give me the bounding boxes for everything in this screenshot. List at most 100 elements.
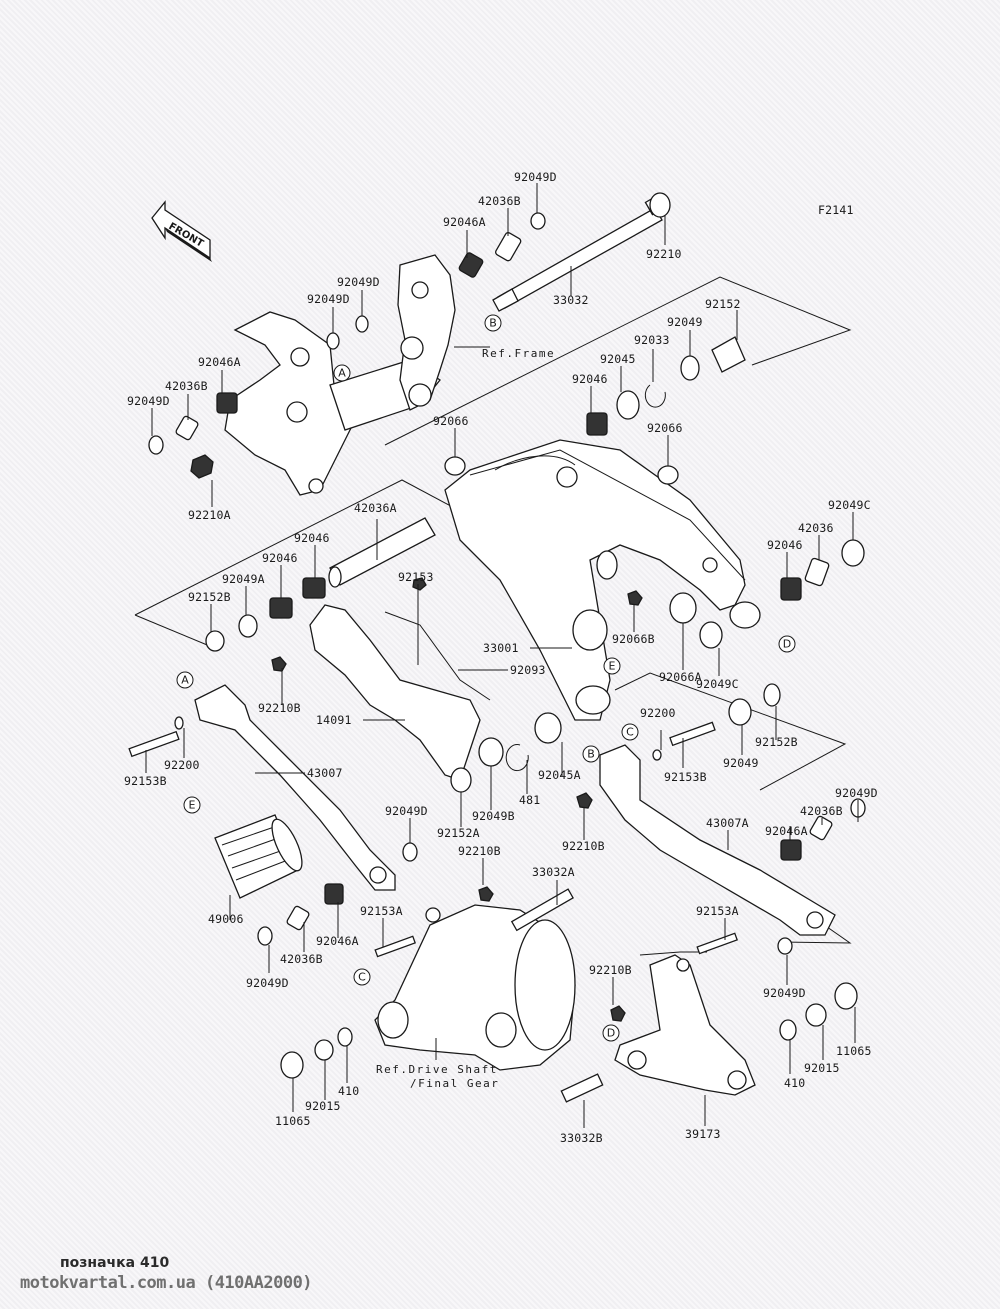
part-label: 92049D <box>385 804 428 818</box>
part-label: 42036 <box>798 521 834 535</box>
part-label: 39173 <box>685 1127 721 1141</box>
part-label: 92033 <box>634 333 670 347</box>
part-label: 92153 <box>398 570 434 584</box>
part-label: 92153A <box>360 904 403 918</box>
part-label: 92152B <box>188 590 231 604</box>
part-label: 33032B <box>560 1131 603 1145</box>
part-label: 92049D <box>127 394 170 408</box>
part-label: 92049 <box>723 756 759 770</box>
part-label: 92049D <box>337 275 380 289</box>
part-label: 92049B <box>472 809 515 823</box>
part-label: 92210 <box>646 247 682 261</box>
marker-a-top: A <box>333 364 351 382</box>
final-gear-case <box>374 904 576 1071</box>
svg-text:D: D <box>607 1027 615 1040</box>
part-label: 481 <box>519 793 540 807</box>
part-labels: 92049D 42036B 92046A 92210 33032 92049D … <box>124 170 878 1145</box>
footer-caption: позначка 410 <box>60 1255 170 1271</box>
marker-c-top: C <box>621 723 639 741</box>
ref-frame-label: Ref.Frame <box>482 347 555 360</box>
part-label: 92046A <box>765 824 808 838</box>
part-label: 92015 <box>804 1061 840 1075</box>
part-label: 92066 <box>647 421 683 435</box>
tie-rod <box>194 684 396 891</box>
part-label: 92046 <box>572 372 608 386</box>
leader-lines <box>145 183 859 1128</box>
part-label: 92210B <box>589 963 632 977</box>
part-label: 92049D <box>835 786 878 800</box>
part-label: 92045A <box>538 768 581 782</box>
part-label: 92049D <box>763 986 806 1000</box>
part-label: 42036A <box>354 501 397 515</box>
part-label: 92153B <box>124 774 167 788</box>
svg-text:B: B <box>489 317 497 330</box>
part-label: 92152A <box>437 826 480 840</box>
part-label: 92049D <box>307 292 350 306</box>
part-label: 92200 <box>640 706 676 720</box>
part-label: 92045 <box>600 352 636 366</box>
part-label: 410 <box>338 1084 359 1098</box>
part-label: 92049D <box>514 170 557 184</box>
part-label: 410 <box>784 1076 805 1090</box>
tie-rod-a <box>599 744 836 936</box>
part-label: 92210B <box>258 701 301 715</box>
part-label: 92066B <box>612 632 655 646</box>
marker-b-bottom: B <box>582 745 600 763</box>
part-label: 92049 <box>667 315 703 329</box>
part-label: 42036B <box>800 804 843 818</box>
svg-text:E: E <box>609 660 616 673</box>
part-label: 33032A <box>532 865 575 879</box>
svg-text:A: A <box>181 674 189 687</box>
part-label: 92153A <box>696 904 739 918</box>
ref-drive-shaft-label: Ref.Drive Shaft <box>376 1063 498 1076</box>
part-label: 92049C <box>696 677 739 691</box>
svg-text:C: C <box>626 726 634 739</box>
part-label: 92046 <box>767 538 803 552</box>
part-label: 92049C <box>828 498 871 512</box>
svg-text:D: D <box>783 638 791 651</box>
part-label: 92046 <box>294 531 330 545</box>
svg-text:A: A <box>338 367 346 380</box>
diagram-code: F2141 <box>818 203 854 217</box>
part-label: 92093 <box>510 663 546 677</box>
frame-bracket-right <box>397 254 456 411</box>
part-label: 11065 <box>275 1114 311 1128</box>
part-label: 42036B <box>165 379 208 393</box>
part-label: 92046A <box>316 934 359 948</box>
swingarm-cover <box>309 604 491 781</box>
part-label: 92210A <box>188 508 231 522</box>
part-label: 92049D <box>246 976 289 990</box>
part-label: 42036B <box>280 952 323 966</box>
part-label: 92152B <box>755 735 798 749</box>
part-label: 33001 <box>483 641 519 655</box>
part-label: 43007 <box>307 766 343 780</box>
marker-d-top: D <box>778 635 796 653</box>
footer-site-watermark: motokvartal.com.ua (410AA2000) <box>20 1273 313 1293</box>
marker-d-bottom: D <box>602 1024 620 1042</box>
swingarm <box>444 439 761 721</box>
svg-text:B: B <box>587 748 595 761</box>
part-label: 43007A <box>706 816 749 830</box>
ref-final-gear-label: /Final Gear <box>410 1077 499 1090</box>
part-label: 92210B <box>562 839 605 853</box>
marker-c-bottom: C <box>353 968 371 986</box>
boot <box>214 814 303 899</box>
part-label: 92066 <box>433 414 469 428</box>
svg-text:C: C <box>358 971 366 984</box>
part-label: 92049A <box>222 572 265 586</box>
small-parts <box>128 192 866 1103</box>
part-label: 92066A <box>659 670 702 684</box>
part-label: 42036B <box>478 194 521 208</box>
front-arrow-icon: FRONT <box>151 200 212 262</box>
part-label: 92046 <box>262 551 298 565</box>
part-label: 11065 <box>836 1044 872 1058</box>
part-label: 33032 <box>553 293 589 307</box>
part-label: 49006 <box>208 912 244 926</box>
part-label: 92046A <box>443 215 486 229</box>
marker-a-bottom: A <box>176 671 194 689</box>
part-label: 14091 <box>316 713 352 727</box>
part-label: 92046A <box>198 355 241 369</box>
marker-e-top: E <box>603 657 621 675</box>
part-label: 92153B <box>664 770 707 784</box>
